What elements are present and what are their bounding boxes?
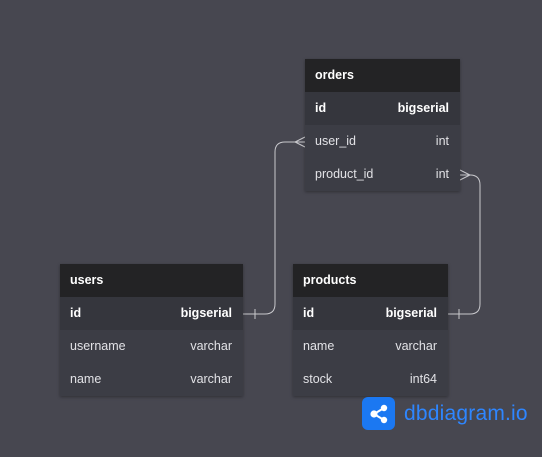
field-products-id[interactable]: id bigserial: [293, 297, 448, 330]
field-type: bigserial: [397, 101, 449, 115]
field-name: username: [70, 339, 126, 353]
field-orders-product-id[interactable]: product_id int: [305, 158, 460, 191]
field-name: user_id: [315, 134, 356, 148]
many-marker-orders-user-id: [293, 136, 306, 148]
field-type: varchar: [190, 339, 232, 353]
field-name: id: [70, 306, 82, 320]
field-name: product_id: [315, 167, 374, 181]
relationship-users-orders[interactable]: [243, 141, 305, 315]
field-name: id: [315, 101, 327, 115]
field-name: id: [303, 306, 315, 320]
field-orders-user-id[interactable]: user_id int: [305, 125, 460, 158]
field-type: int64: [409, 372, 437, 386]
field-name: name: [303, 339, 335, 353]
field-products-name[interactable]: name varchar: [293, 330, 448, 363]
dbdiagram-brand[interactable]: dbdiagram.io: [362, 397, 528, 430]
field-type: varchar: [190, 372, 232, 386]
table-products-header[interactable]: products: [293, 264, 448, 297]
field-name: name: [70, 372, 102, 386]
field-users-name[interactable]: name varchar: [60, 363, 243, 396]
field-type: int: [435, 167, 449, 181]
field-products-stock[interactable]: stock int64: [293, 363, 448, 396]
brand-text: dbdiagram.io: [404, 401, 528, 425]
table-orders-header[interactable]: orders: [305, 59, 460, 92]
field-users-id[interactable]: id bigserial: [60, 297, 243, 330]
table-products[interactable]: products id bigserial name varchar stock…: [293, 264, 448, 396]
field-type: bigserial: [180, 306, 232, 320]
table-users[interactable]: users id bigserial username varchar name…: [60, 264, 243, 396]
dbdiagram-logo-icon: [362, 397, 395, 430]
field-type: int: [435, 134, 449, 148]
table-orders[interactable]: orders id bigserial user_id int product_…: [305, 59, 460, 191]
table-users-header[interactable]: users: [60, 264, 243, 297]
field-name: stock: [303, 372, 333, 386]
relationship-products-orders[interactable]: [448, 174, 481, 315]
field-users-username[interactable]: username varchar: [60, 330, 243, 363]
many-marker-orders-product-id: [459, 169, 472, 181]
field-orders-id[interactable]: id bigserial: [305, 92, 460, 125]
field-type: bigserial: [385, 306, 437, 320]
field-type: varchar: [395, 339, 437, 353]
